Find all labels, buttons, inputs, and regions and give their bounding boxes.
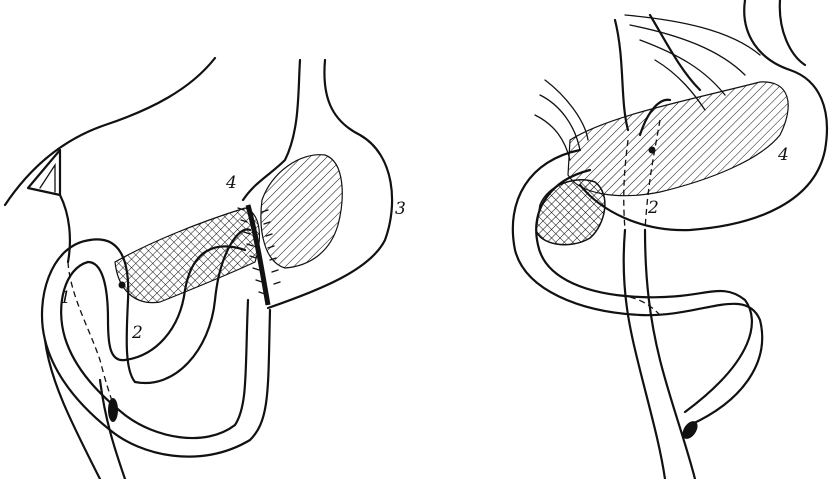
label-1: 1	[60, 288, 71, 308]
label-4: 4	[225, 173, 237, 193]
right-panel: 2 4	[513, 0, 827, 479]
pancreas	[115, 208, 259, 303]
label-4: 4	[777, 145, 789, 165]
gallbladder-inner	[40, 165, 55, 192]
duodenal-mass	[536, 180, 605, 245]
label-3: 3	[395, 199, 406, 219]
liver-outline	[5, 58, 215, 205]
label-2: 2	[647, 198, 659, 218]
pancreas	[568, 82, 788, 196]
papilla-marker	[119, 282, 126, 289]
vertical-limb-right	[645, 230, 695, 479]
stomach-upper-edge	[780, 0, 805, 65]
left-panel: 1 2 3 4	[5, 58, 406, 479]
label-2: 2	[131, 323, 143, 343]
efferent-limb-blob	[108, 398, 118, 422]
